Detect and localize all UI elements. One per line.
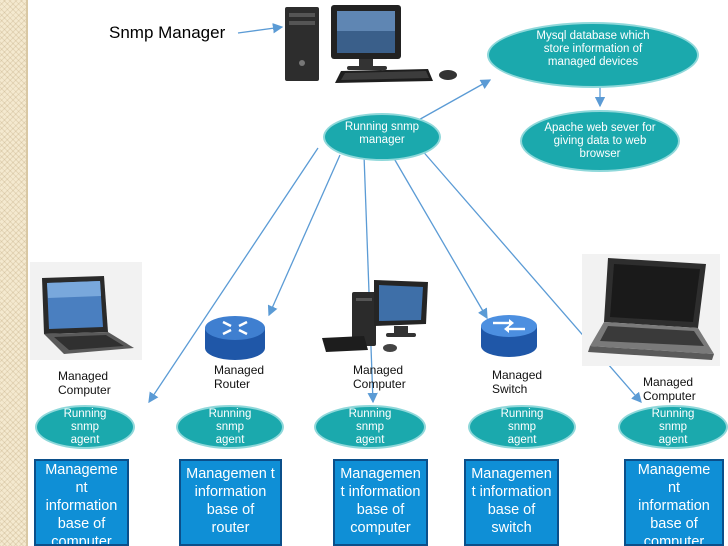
apache-web-server-node: Apache web sever for giving data to web …	[520, 110, 680, 172]
snmp-agent-node-5: Running snmp agent	[618, 405, 728, 449]
arrow-manager-to-db	[414, 79, 492, 123]
mib-box-label: Managemen t information base of router	[186, 466, 275, 536]
stripe-divider	[26, 0, 28, 546]
snmp-agent-node-4: Running snmp agent	[468, 405, 576, 449]
mib-box-label: Manageme nt information base of computer	[45, 462, 118, 546]
device-5-label: Managed Computer	[643, 375, 696, 403]
mib-box-3: Managemen t information base of computer	[333, 459, 428, 546]
snmp-agent-label: Running snmp agent	[500, 407, 544, 446]
snmp-agent-label: Running snmp agent	[63, 407, 107, 446]
arrow-manager-to-agent-1	[148, 147, 319, 404]
mib-box-5: Manageme nt information base of computer	[624, 459, 724, 546]
snmp-agent-node-2: Running snmp agent	[176, 405, 284, 449]
mib-box-label: Managemen t information base of computer	[340, 466, 421, 536]
arrow-manager-to-router	[267, 154, 341, 317]
snmp-agent-label: Running snmp agent	[348, 407, 392, 446]
snmp-agent-label: Running snmp agent	[208, 407, 252, 446]
running-snmp-manager-node: Running snmp manager	[323, 113, 441, 161]
desktop-computer-icon	[322, 280, 428, 352]
device-3-label: Managed Computer	[353, 363, 406, 391]
snmp-agent-node-3: Running snmp agent	[314, 405, 426, 449]
arrow-manager-to-agent-3	[363, 154, 378, 404]
mib-box-label: Manageme nt information base of computer	[637, 462, 711, 546]
device-1-label: Managed Computer	[58, 369, 111, 397]
running-snmp-manager-label: Running snmp manager	[344, 121, 420, 146]
device-2-label: Managed Router	[214, 363, 265, 391]
decorative-stripe	[0, 0, 26, 546]
apache-web-server-label: Apache web sever for giving data to web …	[544, 122, 656, 160]
arrow-manager-to-switch	[391, 154, 488, 320]
mysql-database-node: Mysql database which store information o…	[487, 22, 699, 88]
mib-box-1: Manageme nt information base of computer	[34, 459, 129, 546]
mysql-database-label: Mysql database which store information o…	[536, 30, 650, 68]
router-icon	[205, 316, 265, 360]
manager-desktop-icon	[285, 5, 457, 83]
switch-icon	[481, 315, 537, 357]
device-4-label: Managed Switch	[492, 368, 543, 396]
mib-box-label: Managemen t information base of switch	[471, 466, 552, 536]
snmp-agent-label: Running snmp agent	[651, 407, 695, 446]
arrow-title-to-manager	[237, 23, 284, 34]
laptop-icon	[42, 276, 134, 354]
snmp-agent-node-1: Running snmp agent	[35, 405, 135, 449]
snmp-manager-title: Snmp Manager	[109, 23, 226, 42]
laptop-icon	[588, 258, 714, 360]
mib-box-2: Managemen t information base of router	[179, 459, 282, 546]
mib-box-4: Managemen t information base of switch	[464, 459, 559, 546]
